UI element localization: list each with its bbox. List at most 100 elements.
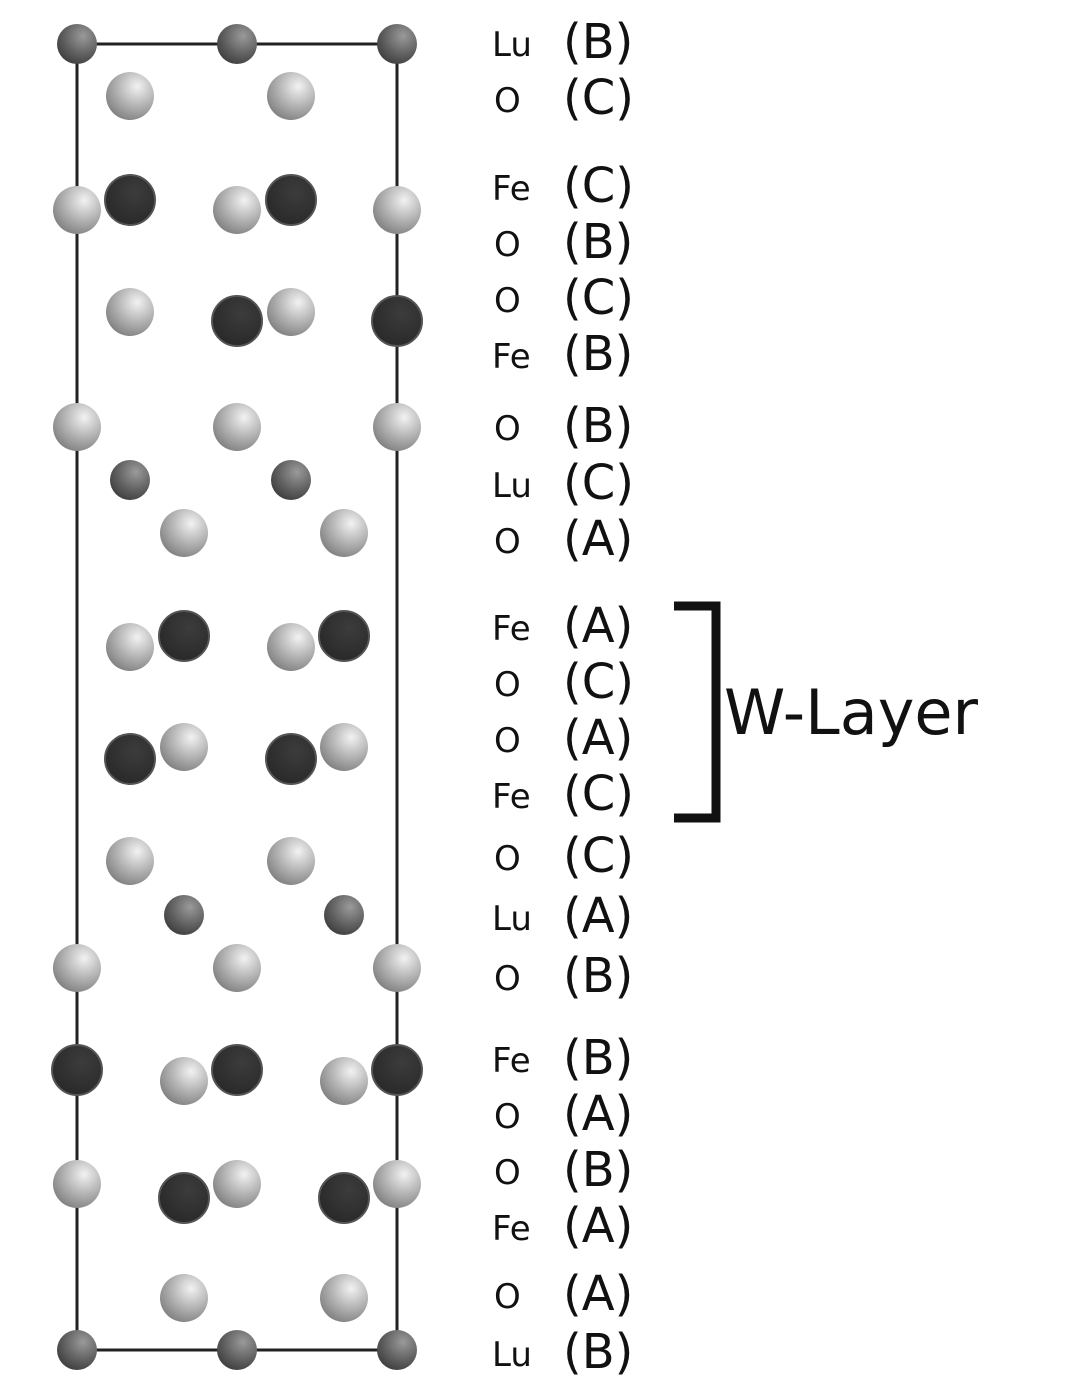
fe-atom xyxy=(212,296,262,346)
o-atom xyxy=(53,1160,101,1208)
o-atom xyxy=(267,288,315,336)
o-atom xyxy=(213,944,261,992)
layer-site-label: (C) xyxy=(563,654,634,710)
layer-element-label: O xyxy=(494,281,521,321)
layer-element-label: O xyxy=(494,81,521,121)
o-atom xyxy=(53,186,101,234)
lu-atom xyxy=(271,460,311,500)
fe-atom xyxy=(319,1173,369,1223)
o-atom xyxy=(320,1274,368,1322)
layer-element-label: Fe xyxy=(492,609,531,649)
fe-atom xyxy=(159,611,209,661)
lu-atom xyxy=(164,895,204,935)
layer-element-label: Lu xyxy=(492,899,532,939)
layer-site-label: (A) xyxy=(563,598,633,654)
o-atom xyxy=(160,1057,208,1105)
layer-site-label: (A) xyxy=(563,888,633,944)
layer-site-label: (C) xyxy=(563,70,634,126)
layer-site-label: (C) xyxy=(563,158,634,214)
layer-site-label: (B) xyxy=(563,1142,633,1198)
o-atom xyxy=(320,1057,368,1105)
o-atom xyxy=(267,623,315,671)
fe-atom xyxy=(212,1045,262,1095)
layer-site-label: (A) xyxy=(563,511,633,567)
layer-element-label: O xyxy=(494,839,521,879)
lu-atom xyxy=(57,24,97,64)
o-atom xyxy=(106,623,154,671)
o-atom xyxy=(160,1274,208,1322)
o-atom xyxy=(373,1160,421,1208)
layer-element-label: O xyxy=(494,1097,521,1137)
atoms-group xyxy=(52,24,422,1370)
layer-element-label: Lu xyxy=(492,466,532,506)
o-atom xyxy=(320,509,368,557)
layer-site-label: (B) xyxy=(563,948,633,1004)
layer-site-label: (B) xyxy=(563,1030,633,1086)
o-atom xyxy=(106,837,154,885)
fe-atom xyxy=(319,611,369,661)
layer-site-label: (B) xyxy=(563,326,633,382)
layer-element-label: Fe xyxy=(492,777,531,817)
fe-atom xyxy=(159,1173,209,1223)
layer-element-label: Fe xyxy=(492,1041,531,1081)
lu-atom xyxy=(377,24,417,64)
o-atom xyxy=(213,403,261,451)
o-atom xyxy=(53,403,101,451)
layer-site-label: (B) xyxy=(563,14,633,70)
o-atom xyxy=(160,723,208,771)
layer-element-label: O xyxy=(494,409,521,449)
fe-atom xyxy=(105,734,155,784)
layer-element-label: O xyxy=(494,959,521,999)
o-atom xyxy=(267,72,315,120)
o-atom xyxy=(106,72,154,120)
layer-element-label: Fe xyxy=(492,1209,531,1249)
o-atom xyxy=(373,944,421,992)
o-atom xyxy=(320,723,368,771)
layer-site-label: (B) xyxy=(563,214,633,270)
layer-site-label: (B) xyxy=(563,1324,633,1380)
layer-element-label: Lu xyxy=(492,1335,532,1375)
fe-atom xyxy=(105,175,155,225)
layer-element-label: Lu xyxy=(492,25,532,65)
layer-site-label: (A) xyxy=(563,1198,633,1254)
fe-atom xyxy=(52,1045,102,1095)
fe-atom xyxy=(266,175,316,225)
o-atom xyxy=(160,509,208,557)
lu-atom xyxy=(217,1330,257,1370)
layer-site-label: (A) xyxy=(563,1266,633,1322)
w-layer-label: W-Layer xyxy=(724,676,979,749)
unit-cell-frame xyxy=(77,44,397,1350)
lu-atom xyxy=(57,1330,97,1370)
lu-atom xyxy=(217,24,257,64)
layer-element-label: O xyxy=(494,665,521,705)
layer-site-label: (A) xyxy=(563,710,633,766)
o-atom xyxy=(267,837,315,885)
lu-atom xyxy=(324,895,364,935)
o-atom xyxy=(106,288,154,336)
layer-site-label: (C) xyxy=(563,828,634,884)
layer-site-label: (C) xyxy=(563,766,634,822)
lu-atom xyxy=(377,1330,417,1370)
o-atom xyxy=(213,1160,261,1208)
layer-element-label: O xyxy=(494,1277,521,1317)
layer-element-label: O xyxy=(494,721,521,761)
o-atom xyxy=(373,186,421,234)
layer-element-label: O xyxy=(494,522,521,562)
o-atom xyxy=(373,403,421,451)
w-layer-bracket xyxy=(674,606,716,818)
o-atom xyxy=(53,944,101,992)
layer-element-label: Fe xyxy=(492,169,531,209)
fe-atom xyxy=(372,296,422,346)
o-atom xyxy=(213,186,261,234)
lu-atom xyxy=(110,460,150,500)
layer-site-label: (A) xyxy=(563,1086,633,1142)
layer-site-label: (C) xyxy=(563,455,634,511)
layer-labels: Lu (B) O (C) Fe (C) O (B) O (C) Fe (B) O (B) Lu (C) O (A)… xyxy=(492,14,634,1380)
layer-element-label: Fe xyxy=(492,337,531,377)
layer-element-label: O xyxy=(494,1153,521,1193)
fe-atom xyxy=(372,1045,422,1095)
layer-element-label: O xyxy=(494,225,521,265)
fe-atom xyxy=(266,734,316,784)
